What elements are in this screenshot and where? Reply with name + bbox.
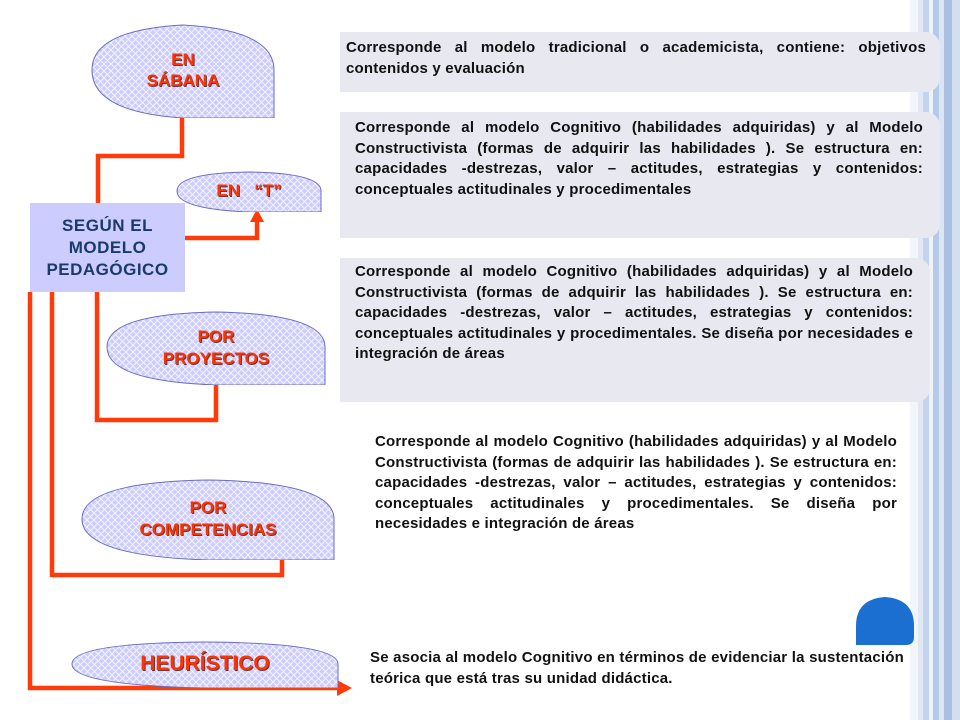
description-en-t: Corresponde al modelo Cognitivo (habilid… (355, 119, 923, 198)
description-tab (340, 112, 940, 238)
connector-t (185, 222, 260, 241)
description-por-proyectos: Corresponde al modelo Cognitivo (habilid… (355, 263, 913, 362)
connector-heuristico (27, 292, 337, 691)
node-label: HEURÍSTICO (140, 652, 270, 675)
accent-dot (856, 597, 914, 645)
connector-proyectos (94, 292, 219, 423)
node-label: EN “T” (216, 181, 282, 200)
connector-competencias (49, 292, 285, 578)
node-label: EN SÁBANA (146, 50, 220, 90)
description-tab (340, 258, 930, 402)
node-heuristico: HEURÍSTICO (70, 640, 340, 688)
node-label: POR PROYECTOS (162, 326, 270, 368)
node-por-competencias: POR COMPETENCIAS (80, 478, 336, 560)
description-por-competencias: Corresponde al modelo Cognitivo (habilid… (375, 433, 897, 532)
description-tab (340, 32, 940, 92)
description-en-sabana: Corresponde al modelo tradicional o acad… (346, 39, 926, 77)
node-por-proyectos: POR PROYECTOS (105, 310, 327, 385)
arrow-t (250, 209, 264, 222)
node-label: POR COMPETENCIAS (139, 498, 277, 539)
description-heuristico: Se asocia al modelo Cognitivo en término… (370, 649, 904, 687)
node-en-sabana: EN SÁBANA (90, 22, 276, 118)
center-box-modelo-pedagogico: SEGÚN EL MODELO PEDAGÓGICO (30, 203, 185, 292)
connector-sabana (95, 118, 185, 203)
node-en-t: EN “T” (175, 170, 323, 212)
arrow-heuristico (337, 680, 352, 696)
